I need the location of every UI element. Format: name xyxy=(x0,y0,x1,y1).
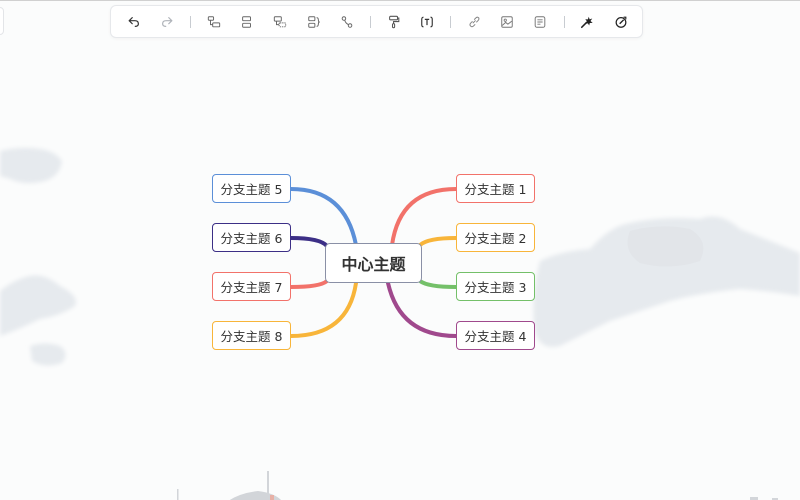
structure-button[interactable] xyxy=(609,10,633,34)
branch-topic-node-2[interactable]: 分支主题 2 xyxy=(456,223,535,252)
branch-topic-node-8[interactable]: 分支主题 8 xyxy=(212,321,291,350)
redo-button[interactable] xyxy=(155,10,179,34)
association-line-icon xyxy=(341,15,352,28)
toolbar-divider xyxy=(369,15,371,28)
branch-topic-node-7[interactable]: 分支主题 7 xyxy=(212,272,291,301)
toolbar-divider xyxy=(190,15,192,28)
toolbar-divider xyxy=(563,15,565,28)
link-icon xyxy=(469,16,480,27)
parent-node-icon xyxy=(274,15,287,27)
magic-wand-icon xyxy=(581,16,594,28)
undo-icon xyxy=(128,16,139,27)
undo-button[interactable] xyxy=(122,10,146,34)
branch-topic-node-1[interactable]: 分支主题 1 xyxy=(456,174,535,203)
formula-icon xyxy=(421,16,433,27)
add-summary-button[interactable] xyxy=(302,10,326,34)
compass-icon xyxy=(615,16,627,28)
branch-topic-node-5[interactable]: 分支主题 5 xyxy=(212,174,291,203)
paint-roller-icon xyxy=(388,15,400,28)
add-association-button[interactable] xyxy=(335,10,359,34)
toolbar-divider xyxy=(450,15,452,28)
hyperlink-button[interactable] xyxy=(462,10,486,34)
add-child-node-button[interactable] xyxy=(202,10,226,34)
theme-button[interactable] xyxy=(576,10,600,34)
image-icon xyxy=(501,15,513,28)
image-button[interactable] xyxy=(495,10,519,34)
add-sibling-node-button[interactable] xyxy=(235,10,259,34)
toolbar xyxy=(110,5,643,38)
child-node-icon xyxy=(207,15,221,27)
root-topic-node[interactable]: 中心主题 xyxy=(325,243,422,283)
add-parent-node-button[interactable] xyxy=(269,10,293,34)
formula-button[interactable] xyxy=(415,10,439,34)
redo-icon xyxy=(161,16,173,27)
note-button[interactable] xyxy=(529,10,553,34)
branch-topic-node-6[interactable]: 分支主题 6 xyxy=(212,223,291,252)
summary-icon xyxy=(307,15,320,28)
note-icon xyxy=(535,15,546,28)
branch-topic-node-3[interactable]: 分支主题 3 xyxy=(456,272,535,301)
branch-topic-node-4[interactable]: 分支主题 4 xyxy=(456,321,535,350)
sibling-node-icon xyxy=(242,15,252,28)
format-painter-button[interactable] xyxy=(382,10,406,34)
